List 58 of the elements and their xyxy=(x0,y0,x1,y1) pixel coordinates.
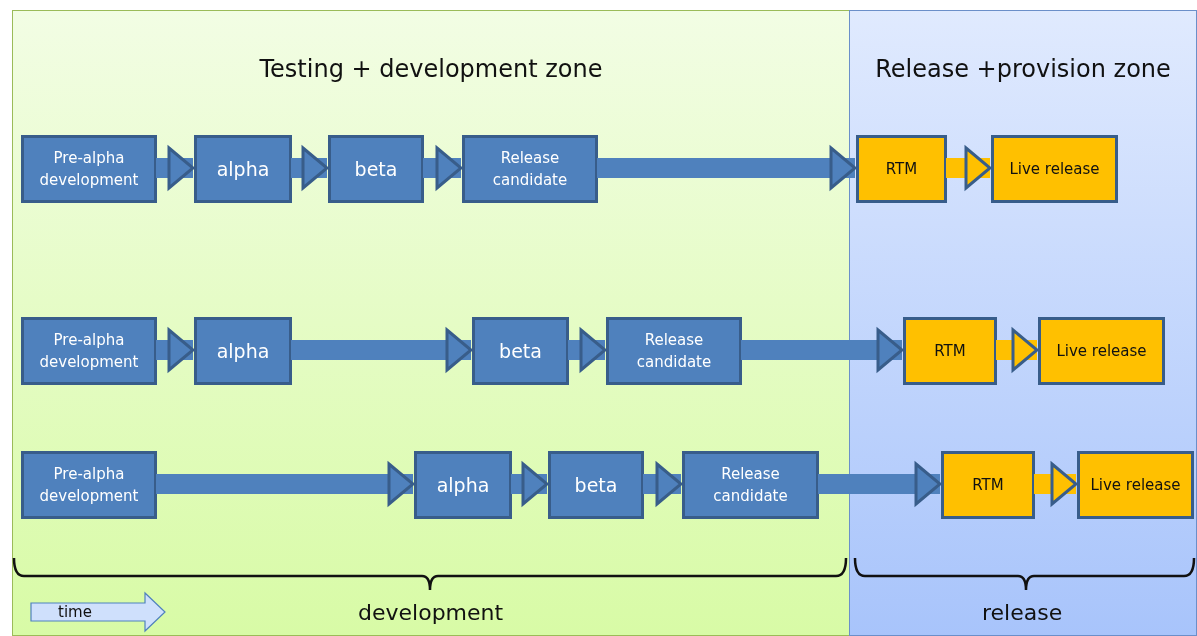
stage-box xyxy=(606,317,742,385)
stage-label: beta xyxy=(499,338,542,364)
brace-label: release xyxy=(982,600,1063,625)
block-arrow xyxy=(291,328,473,372)
stage-label: alpha xyxy=(436,472,490,498)
block-arrow xyxy=(291,146,329,190)
stage-box xyxy=(548,451,644,519)
stage-label: RTM xyxy=(885,158,918,180)
stage-label: alpha xyxy=(216,338,270,364)
block-arrow xyxy=(156,146,195,190)
block-arrow xyxy=(511,462,549,506)
stage-box xyxy=(991,135,1118,203)
stage-label: Pre-alpha development xyxy=(38,329,140,373)
block-arrow xyxy=(568,328,607,372)
stage-label: Live release xyxy=(1009,158,1100,180)
stage-label: Release candidate xyxy=(491,147,569,191)
stage-box xyxy=(194,135,292,203)
stage-label: RTM xyxy=(934,340,966,362)
block-arrow xyxy=(156,328,195,372)
stage-box xyxy=(21,317,157,385)
stage-box xyxy=(328,135,424,203)
stage-box xyxy=(903,317,997,385)
stage-label: beta xyxy=(354,156,398,182)
stage-box xyxy=(21,451,157,519)
stage-box xyxy=(462,135,598,203)
stage-label: Live release xyxy=(1090,474,1181,496)
zone-band xyxy=(12,10,850,636)
stage-label: alpha xyxy=(216,156,270,182)
stage-label: Live release xyxy=(1056,340,1147,362)
block-arrow xyxy=(946,146,992,190)
stage-box xyxy=(1038,317,1165,385)
stage-label: Release candidate xyxy=(635,329,713,373)
arrow-label: time xyxy=(58,603,92,621)
stage-box xyxy=(194,317,292,385)
stage-box xyxy=(414,451,512,519)
zone-band xyxy=(849,10,1197,636)
stage-label: beta xyxy=(574,472,618,498)
stage-box xyxy=(21,135,157,203)
stage-box xyxy=(856,135,947,203)
block-arrow xyxy=(423,146,463,190)
stage-label: Pre-alpha development xyxy=(38,147,140,191)
block-arrow xyxy=(996,328,1039,372)
block-arrow xyxy=(818,462,942,506)
zone-heading: Testing + development zone xyxy=(259,55,603,83)
block-arrow xyxy=(741,328,904,372)
brace-label: development xyxy=(358,600,504,625)
block-arrow xyxy=(1034,462,1078,506)
stage-label: Release candidate xyxy=(712,463,789,507)
stage-label: RTM xyxy=(972,474,1004,496)
stage-label: Pre-alpha development xyxy=(38,463,140,507)
block-arrow xyxy=(643,462,683,506)
zone-heading: Release +provision zone xyxy=(875,55,1171,83)
block-arrow xyxy=(597,146,857,190)
stage-box xyxy=(682,451,819,519)
stage-box xyxy=(941,451,1035,519)
block-arrow xyxy=(156,462,415,506)
stage-box xyxy=(1077,451,1194,519)
stage-box xyxy=(472,317,569,385)
